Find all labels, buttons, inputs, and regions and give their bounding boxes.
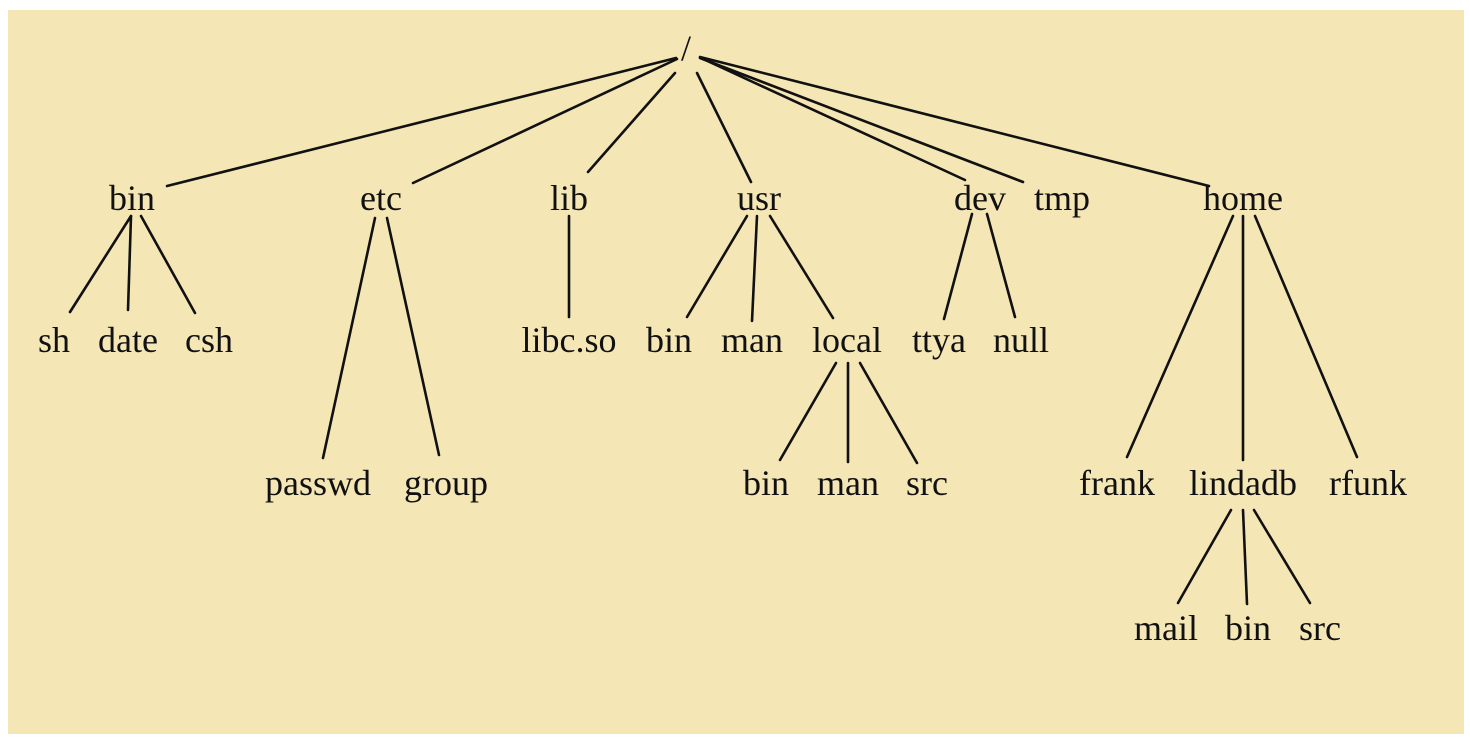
edge-lindadb-to-mail-r-6-1-0	[1176, 508, 1233, 605]
edge-root-to-lib-r-2	[586, 71, 677, 174]
node-label-dev-r-4: dev	[954, 178, 1006, 218]
node-label-src-r-6-1-2: src	[1299, 608, 1341, 648]
node-label-etc-r-1: etc	[360, 178, 402, 218]
edge-local-to-src-r-3-2-2	[858, 361, 919, 465]
edge-etc-to-group-r-1-1	[385, 216, 441, 457]
edge-etc-to-passwd-r-1-0	[321, 216, 377, 460]
edge-local-to-bin-r-3-2-0	[778, 361, 838, 462]
edge-home-to-frank-r-6-0	[1125, 214, 1235, 459]
node-label-home-r-6: home	[1203, 178, 1283, 218]
edge-root-to-home-r-6	[698, 55, 1211, 188]
node-label-man-r-3-2-1: man	[817, 463, 879, 503]
node-label-local-r-3-2: local	[812, 320, 882, 360]
node-label-man-r-3-1: man	[721, 320, 783, 360]
node-label-sh-r-0-0: sh	[38, 320, 70, 360]
node-label-csh-r-0-2: csh	[185, 320, 233, 360]
edge-bin-to-date-r-0-1	[126, 214, 133, 312]
edge-usr-to-bin-r-3-0	[685, 214, 749, 319]
edge-bin-to-csh-r-0-2	[139, 214, 197, 315]
edge-lindadb-to-src-r-6-1-2	[1252, 508, 1312, 605]
edge-root-to-tmp-r-5	[698, 56, 1025, 184]
node-label-usr-r-3: usr	[737, 178, 781, 218]
diagram-background	[8, 10, 1464, 734]
node-label-rfunk-r-6-2: rfunk	[1329, 463, 1407, 503]
edge-usr-to-man-r-3-1	[750, 214, 759, 323]
node-label-bin-r-0: bin	[109, 178, 155, 218]
node-label-lindadb-r-6-1: lindadb	[1189, 463, 1297, 503]
edge-home-to-rfunk-r-6-2	[1253, 214, 1359, 459]
node-label-bin-r-3-0: bin	[646, 320, 692, 360]
node-label-group-r-1-1: group	[404, 463, 488, 503]
node-label-date-r-0-1: date	[98, 320, 158, 360]
node-label-libc-so-r-2-0: libc.so	[522, 320, 617, 360]
node-label-src-r-3-2-2: src	[906, 463, 948, 503]
node-label-bin-r-3-2-0: bin	[743, 463, 789, 503]
node-label-frank-r-6-0: frank	[1079, 463, 1155, 503]
edge-dev-to-ttya-r-4-0	[942, 212, 974, 321]
edge-bin-to-sh-r-0-0	[68, 214, 133, 314]
node-label-passwd-r-1-0: passwd	[265, 463, 371, 503]
node-label-bin-r-6-1-1: bin	[1225, 608, 1271, 648]
edge-usr-to-local-r-3-2	[768, 214, 835, 320]
edge-root-to-dev-r-4	[699, 56, 967, 182]
edge-dev-to-null-r-4-1	[985, 212, 1017, 319]
tree-edges	[68, 55, 1359, 606]
edge-root-to-etc-r-1	[411, 57, 679, 185]
node-label-root-r: /	[681, 28, 691, 68]
edge-lindadb-to-bin-r-6-1-1	[1241, 508, 1249, 606]
edge-root-to-usr-r-3	[695, 71, 753, 184]
edge-root-to-bin-r-0	[165, 56, 678, 188]
node-label-lib-r-2: lib	[550, 178, 588, 218]
node-label-null-r-4-1: null	[993, 320, 1049, 360]
node-label-mail-r-6-1-0: mail	[1134, 608, 1198, 648]
node-label-ttya-r-4-0: ttya	[912, 320, 966, 360]
node-label-tmp-r-5: tmp	[1034, 178, 1090, 218]
